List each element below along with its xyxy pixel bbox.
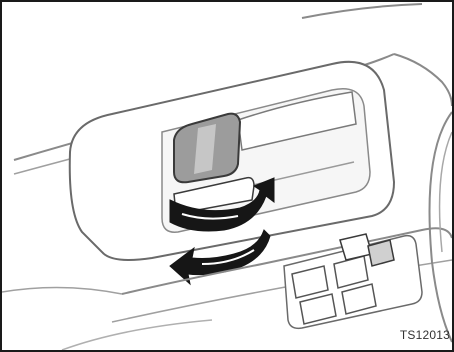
door-panel-illustration (2, 2, 452, 350)
window-ledge-right (394, 54, 452, 106)
door-bottom-line (62, 320, 212, 350)
door-pocket-line (2, 287, 122, 294)
window-ledge-top (302, 4, 422, 18)
figure-reference-code: TS12013 (400, 328, 450, 342)
